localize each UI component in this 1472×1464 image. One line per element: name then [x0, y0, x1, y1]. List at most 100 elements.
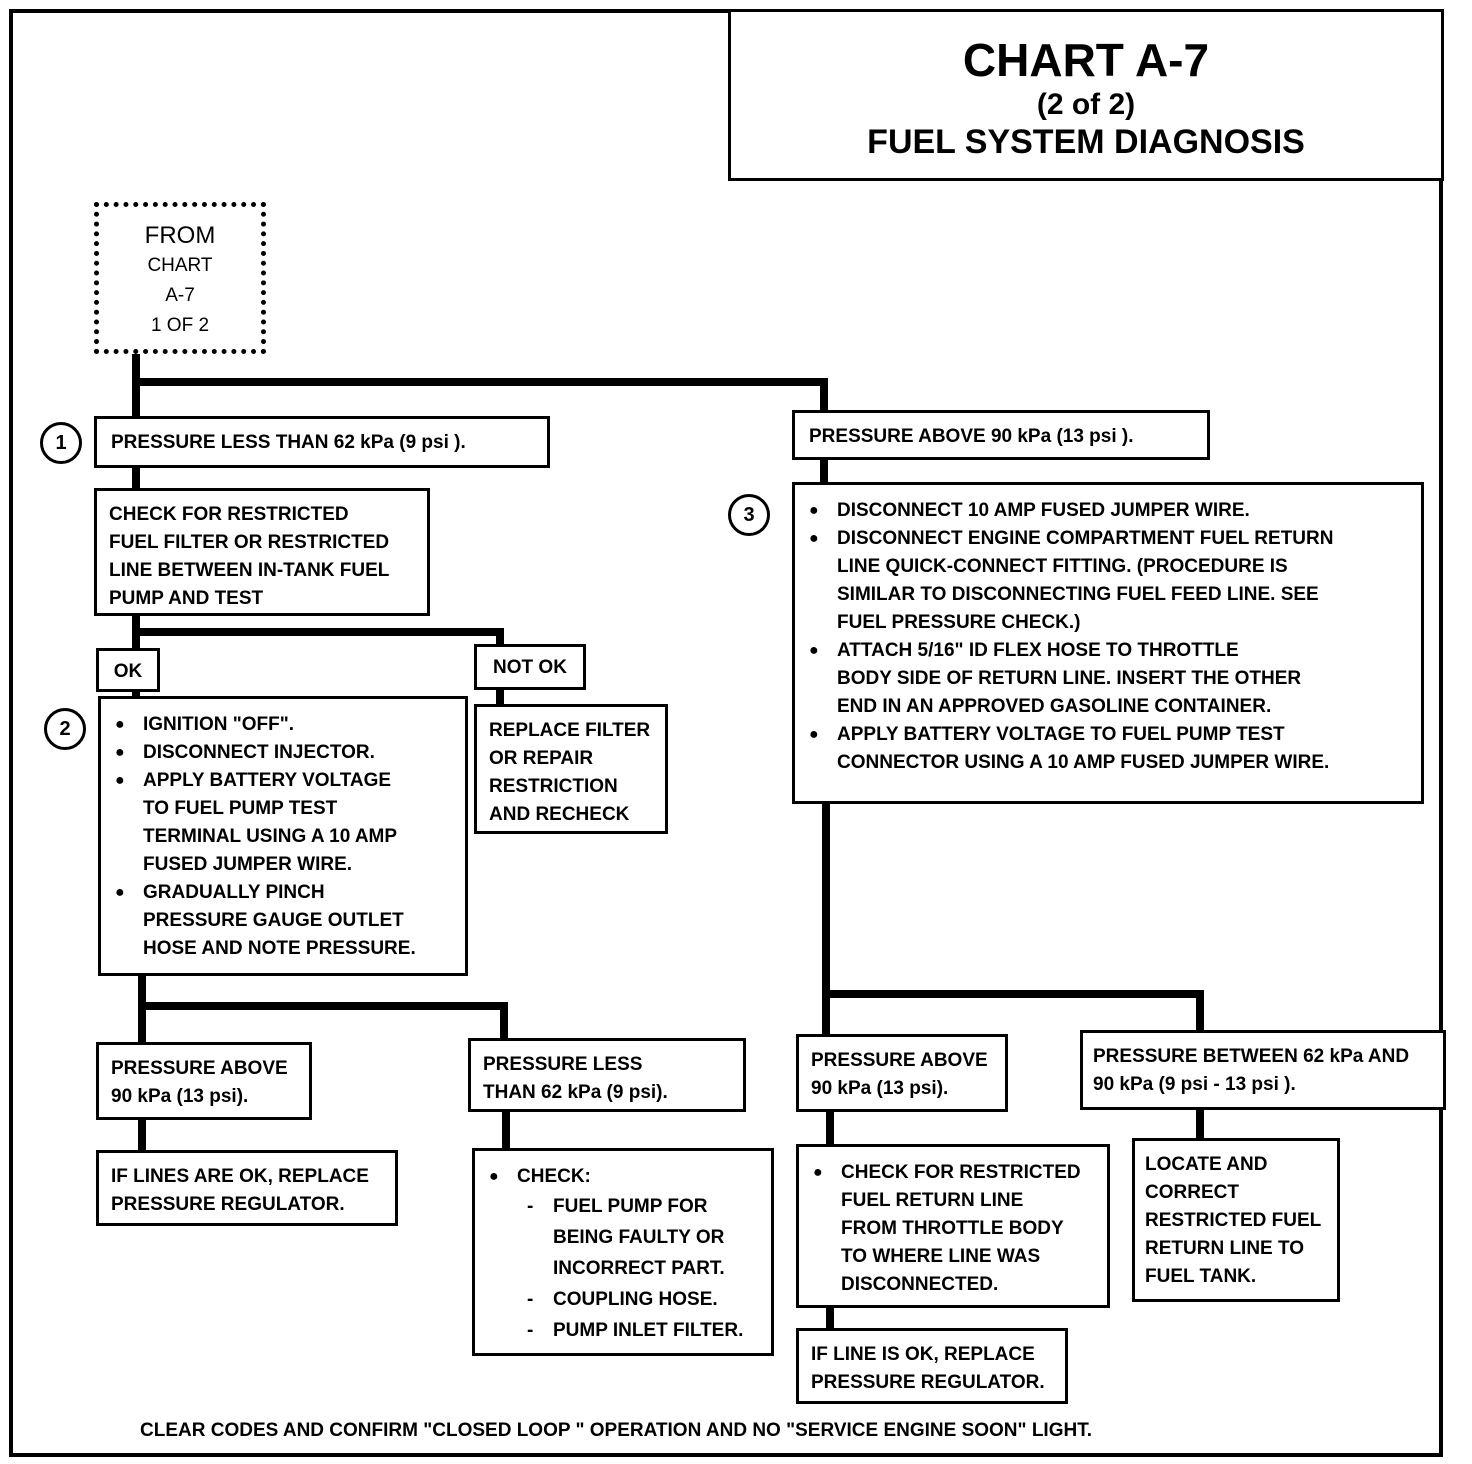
- check-item: COUPLING HOSE.: [483, 1284, 763, 1315]
- locate-line: RESTRICTED FUEL: [1145, 1210, 1322, 1231]
- check-return-line: CHECK FOR RESTRICTED: [841, 1162, 1081, 1183]
- check-pump-box: CHECK: FUEL PUMP FOR BEING FAULTY OR INC…: [472, 1148, 774, 1356]
- pressure-less-line: THAN 62 kPa (9 psi).: [483, 1082, 668, 1103]
- pressure-between-box: PRESSURE BETWEEN 62 kPa AND 90 kPa (9 ps…: [1080, 1030, 1446, 1110]
- replace-filter-line: AND RECHECK: [489, 804, 630, 825]
- replace-filter-box: REPLACE FILTER OR REPAIR RESTRICTION AND…: [474, 704, 668, 834]
- ignition-steps-box: IGNITION "OFF". DISCONNECT INJECTOR. APP…: [98, 696, 468, 976]
- check-return-line: FUEL RETURN LINE: [841, 1190, 1024, 1211]
- locate-line: LOCATE AND: [1145, 1154, 1268, 1175]
- check-filter-line: FUEL FILTER OR RESTRICTED: [109, 532, 390, 553]
- not-ok-box: NOT OK: [474, 644, 586, 690]
- locate-restriction-box: LOCATE AND CORRECT RESTRICTED FUEL RETUR…: [1132, 1138, 1340, 1302]
- chart-title-box: CHART A-7 (2 of 2) FUEL SYSTEM DIAGNOSIS: [728, 9, 1444, 181]
- check-item-line: INCORRECT PART.: [553, 1258, 725, 1279]
- check-item-line: BEING FAULTY OR: [553, 1227, 725, 1248]
- step-line: DISCONNECT 10 AMP FUSED JUMPER WIRE.: [837, 500, 1250, 521]
- step-marker-2: 2: [44, 708, 86, 750]
- ignition-step: DISCONNECT INJECTOR.: [109, 739, 457, 767]
- step-marker-1: 1: [40, 422, 82, 464]
- return-line-steps-box: DISCONNECT 10 AMP FUSED JUMPER WIRE. DIS…: [792, 482, 1424, 804]
- return-step: DISCONNECT ENGINE COMPARTMENT FUEL RETUR…: [803, 525, 1413, 637]
- check-item-line: PUMP INLET FILTER.: [553, 1320, 744, 1341]
- replace-filter-line: RESTRICTION: [489, 776, 618, 797]
- check-return-line: TO WHERE LINE WAS: [841, 1246, 1041, 1267]
- pressure-above-left-box: PRESSURE ABOVE 90 kPa (13 psi).: [96, 1042, 312, 1120]
- pressure-above-line: PRESSURE ABOVE: [111, 1058, 288, 1079]
- replace-regulator-right-box: IF LINE IS OK, REPLACE PRESSURE REGULATO…: [796, 1328, 1068, 1404]
- pressure-high-text: PRESSURE ABOVE 90 kPa (13 psi ).: [809, 426, 1134, 447]
- check-item: PUMP INLET FILTER.: [483, 1315, 763, 1346]
- pressure-between-line: 90 kPa (9 psi - 13 psi ).: [1093, 1074, 1296, 1095]
- ignition-step: GRADUALLY PINCH PRESSURE GAUGE OUTLET HO…: [109, 879, 457, 963]
- from-chart-page: 1 OF 2: [150, 315, 210, 336]
- pressure-low-text: PRESSURE LESS THAN 62 kPa (9 psi ).: [111, 432, 466, 453]
- from-label: FROM: [144, 222, 216, 249]
- check-return-step: CHECK FOR RESTRICTED FUEL RETURN LINE FR…: [807, 1159, 1099, 1299]
- pressure-high-box: PRESSURE ABOVE 90 kPa (13 psi ).: [792, 410, 1210, 460]
- pressure-above-line: PRESSURE ABOVE: [811, 1050, 988, 1071]
- ok-box: OK: [96, 648, 160, 692]
- replace-regulator-line: IF LINE IS OK, REPLACE: [811, 1344, 1035, 1365]
- replace-filter-line: OR REPAIR: [489, 748, 594, 769]
- ignition-step: IGNITION "OFF".: [109, 711, 457, 739]
- step-line: FUSED JUMPER WIRE.: [143, 854, 353, 875]
- step-line: ATTACH 5/16" ID FLEX HOSE TO THROTTLE: [837, 640, 1239, 661]
- step-line: APPLY BATTERY VOLTAGE: [143, 770, 392, 791]
- step-line: DISCONNECT INJECTOR.: [143, 742, 375, 763]
- locate-line: CORRECT: [1145, 1182, 1239, 1203]
- check-filter-line: LINE BETWEEN IN-TANK FUEL: [109, 560, 390, 581]
- footer-instruction: CLEAR CODES AND CONFIRM "CLOSED LOOP " O…: [140, 1420, 1092, 1441]
- step-line: PRESSURE GAUGE OUTLET: [143, 910, 404, 931]
- chart-number: CHART A-7: [962, 34, 1210, 86]
- step-line: HOSE AND NOTE PRESSURE.: [143, 938, 416, 959]
- replace-regulator-left-box: IF LINES ARE OK, REPLACE PRESSURE REGULA…: [96, 1150, 398, 1226]
- not-ok-label: NOT OK: [493, 657, 567, 678]
- check-item-line: COUPLING HOSE.: [553, 1289, 718, 1310]
- from-chart-text: CHART: [147, 255, 213, 276]
- locate-line: FUEL TANK.: [1145, 1266, 1257, 1287]
- step-line: SIMILAR TO DISCONNECTING FUEL FEED LINE.…: [837, 584, 1319, 605]
- pressure-above-right-box: PRESSURE ABOVE 90 kPa (13 psi).: [796, 1034, 1008, 1112]
- step-line: LINE QUICK-CONNECT FITTING. (PROCEDURE I…: [837, 556, 1288, 577]
- replace-regulator-line: IF LINES ARE OK, REPLACE: [111, 1166, 369, 1187]
- chart-part: (2 of 2): [1036, 88, 1136, 121]
- page-border: [9, 9, 1443, 1457]
- from-chart-box: FROM CHART A-7 1 OF 2: [94, 202, 266, 354]
- line-steps-split: [138, 972, 508, 1042]
- check-filter-line: CHECK FOR RESTRICTED: [109, 504, 349, 525]
- replace-regulator-line: PRESSURE REGULATOR.: [111, 1194, 345, 1215]
- step-line: CONNECTOR USING A 10 AMP FUSED JUMPER WI…: [837, 752, 1330, 773]
- check-return-line: FROM THROTTLE BODY: [841, 1218, 1064, 1239]
- step-line: DISCONNECT ENGINE COMPARTMENT FUEL RETUR…: [837, 528, 1334, 549]
- pressure-low-box: PRESSURE LESS THAN 62 kPa (9 psi ).: [94, 416, 550, 468]
- pressure-between-line: PRESSURE BETWEEN 62 kPa AND: [1093, 1046, 1410, 1067]
- check-item: FUEL PUMP FOR BEING FAULTY OR INCORRECT …: [483, 1191, 763, 1284]
- return-step: APPLY BATTERY VOLTAGE TO FUEL PUMP TEST …: [803, 721, 1413, 777]
- from-chart-id: A-7: [165, 285, 195, 306]
- replace-regulator-line: PRESSURE REGULATOR.: [811, 1372, 1045, 1393]
- line-from-to-split: [132, 348, 828, 414]
- check-step: CHECK:: [483, 1163, 763, 1191]
- check-filter-line: PUMP AND TEST: [109, 588, 264, 609]
- check-return-box: CHECK FOR RESTRICTED FUEL RETURN LINE FR…: [796, 1144, 1110, 1308]
- check-item-line: FUEL PUMP FOR: [553, 1196, 708, 1217]
- check-filter-box: CHECK FOR RESTRICTED FUEL FILTER OR REST…: [94, 488, 430, 616]
- line-check-split: [132, 612, 504, 648]
- chart-name: FUEL SYSTEM DIAGNOSIS: [867, 123, 1305, 161]
- replace-filter-line: REPLACE FILTER: [489, 720, 651, 741]
- step-line: FUEL PRESSURE CHECK.): [837, 612, 1081, 633]
- check-return-line: DISCONNECTED.: [841, 1274, 999, 1295]
- line-right-steps-split: [822, 800, 1204, 1034]
- locate-line: RETURN LINE TO: [1145, 1238, 1305, 1259]
- ignition-step: APPLY BATTERY VOLTAGE TO FUEL PUMP TEST …: [109, 767, 457, 879]
- check-label: CHECK:: [517, 1166, 591, 1187]
- step-line: APPLY BATTERY VOLTAGE TO FUEL PUMP TEST: [837, 724, 1285, 745]
- pressure-less-box: PRESSURE LESS THAN 62 kPa (9 psi).: [468, 1038, 746, 1112]
- step-line: GRADUALLY PINCH: [143, 882, 325, 903]
- step-line: TERMINAL USING A 10 AMP: [143, 826, 398, 847]
- return-step: ATTACH 5/16" ID FLEX HOSE TO THROTTLE BO…: [803, 637, 1413, 721]
- return-step: DISCONNECT 10 AMP FUSED JUMPER WIRE.: [803, 497, 1413, 525]
